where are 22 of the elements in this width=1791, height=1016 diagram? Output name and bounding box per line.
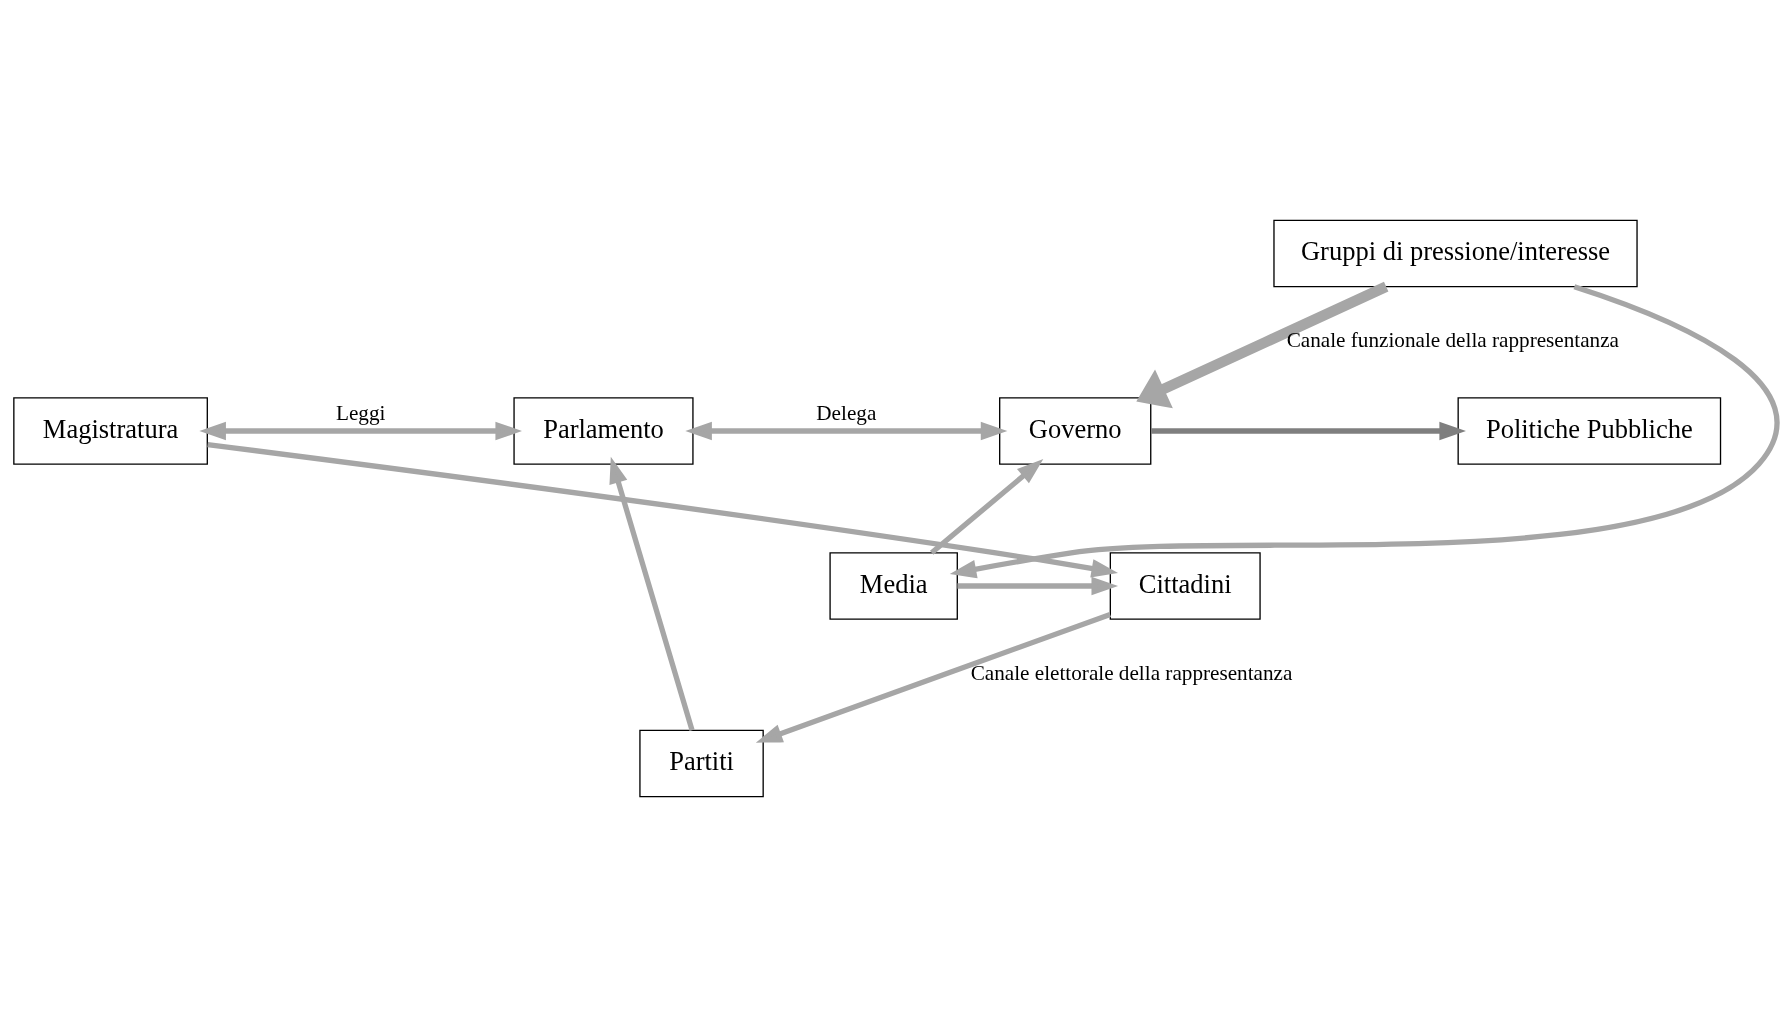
arrow [685, 421, 1008, 440]
arrow [755, 611, 1112, 743]
node-box: Media [829, 551, 958, 620]
edge-label: Canale elettorale della rappresentanza [970, 660, 1293, 685]
node-box: Gruppi di pressione/interesse [1273, 219, 1638, 287]
arrow [957, 576, 1119, 595]
node-box: Governo [999, 396, 1152, 465]
node-box: Partiti [639, 729, 764, 797]
arrow [1151, 421, 1466, 440]
node-box: Cittadini [1109, 551, 1261, 620]
arrow [949, 283, 1780, 578]
arrow [930, 458, 1044, 555]
arrow [609, 456, 695, 731]
edge-label: Leggi [335, 400, 386, 425]
edge-label: Canale funzionale della rappresentanza [1286, 327, 1620, 352]
node-box: Parlamento [513, 396, 694, 465]
arrow [207, 441, 1119, 578]
node-box: Politiche Pubbliche [1457, 396, 1722, 465]
arrow [1136, 281, 1389, 408]
node-box: Magistratura [13, 396, 208, 465]
arrow [199, 421, 522, 440]
edge-label: Delega [816, 400, 877, 425]
